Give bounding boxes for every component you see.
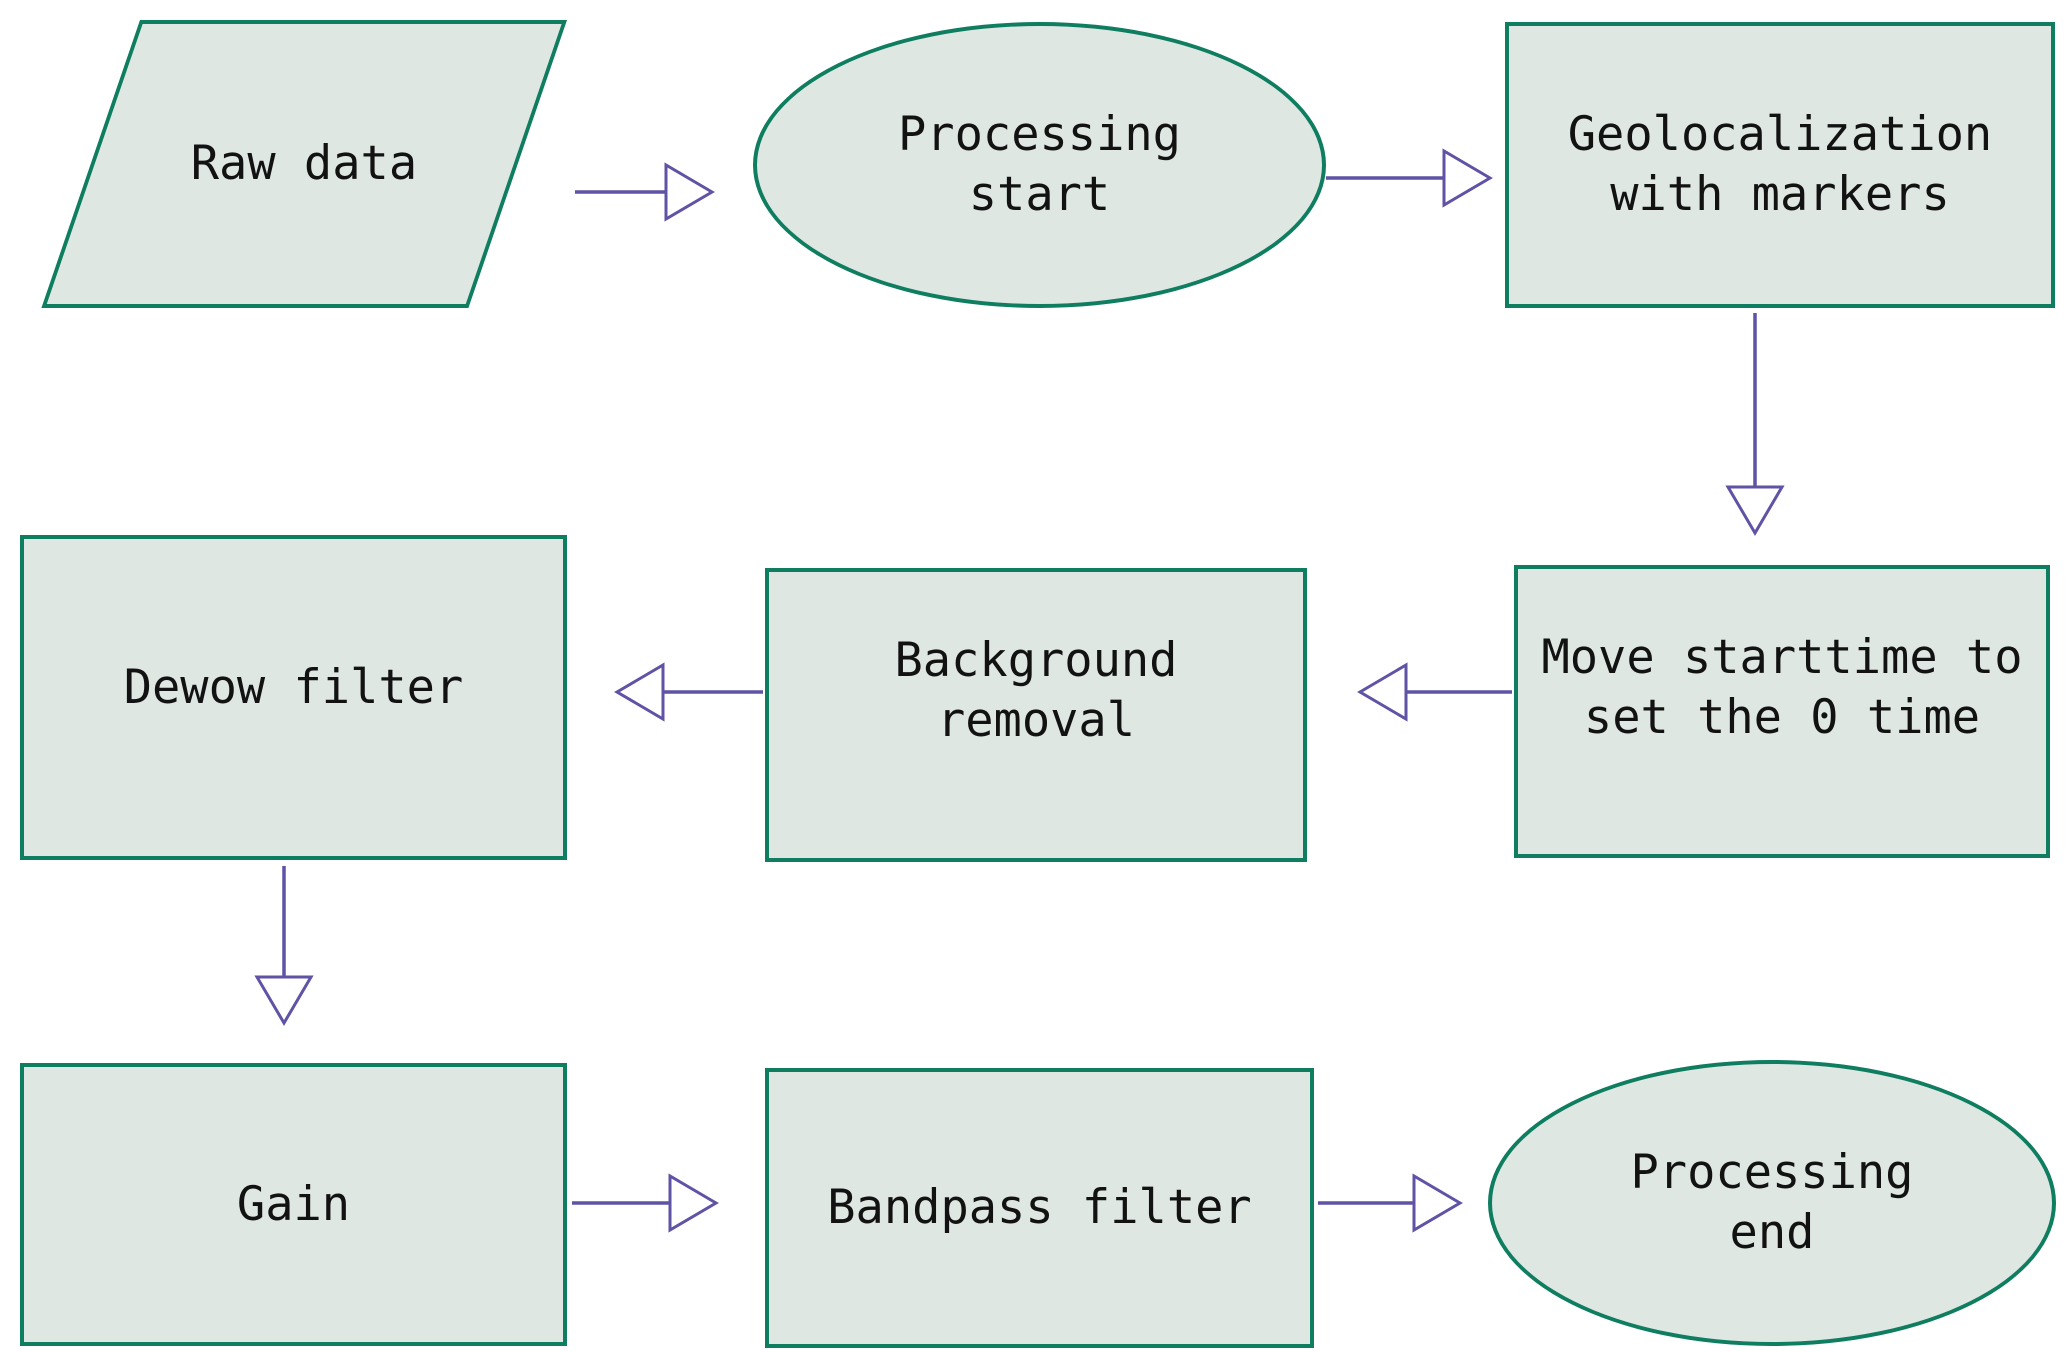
node-processing-end: Processing end <box>1488 1060 2056 1346</box>
arrow-gain-to-bandpass-filter <box>572 1173 719 1233</box>
arrowhead-left-icon <box>614 662 665 722</box>
node-dewow-filter: Dewow filter <box>20 535 567 860</box>
node-bandpass-filter-label: Bandpass filter <box>827 1180 1252 1236</box>
node-background-removal: Background removal <box>765 568 1307 862</box>
node-geolocalization: Geolocalization with markers <box>1505 22 2055 308</box>
arrowhead-right-icon <box>1412 1173 1463 1233</box>
arrowhead-down-icon <box>254 975 314 1026</box>
arrowhead-right-icon <box>668 1173 719 1233</box>
node-processing-start: Processing start <box>753 22 1326 308</box>
node-gain: Gain <box>20 1063 567 1346</box>
arrow-dewow-filter-to-gain <box>254 866 314 1026</box>
arrow-bandpass-filter-to-processing-end <box>1318 1173 1463 1233</box>
node-move-starttime: Move starttime to set the 0 time <box>1514 565 2050 858</box>
arrow-geolocalization-to-move-starttime <box>1725 313 1785 536</box>
node-processing-start-label: Processing start <box>898 107 1181 222</box>
node-dewow-filter-label: Dewow filter <box>123 659 464 715</box>
arrowhead-right-icon <box>664 162 715 222</box>
arrowhead-down-icon <box>1725 485 1785 536</box>
node-raw-data: Raw data <box>41 20 567 308</box>
arrowhead-right-icon <box>1442 148 1493 208</box>
node-bandpass-filter: Bandpass filter <box>765 1068 1314 1348</box>
node-raw-data-label: Raw data <box>191 136 418 192</box>
node-move-starttime-label: Move starttime to set the 0 time <box>1541 629 2023 745</box>
arrowhead-left-icon <box>1357 662 1408 722</box>
node-processing-end-label: Processing end <box>1630 1145 1914 1260</box>
arrow-background-removal-to-dewow-filter <box>614 662 763 722</box>
arrow-raw-data-to-processing-start <box>575 162 715 222</box>
node-gain-label: Gain <box>236 1176 351 1232</box>
node-background-removal-label: Background removal <box>894 633 1178 748</box>
arrow-processing-start-to-geolocalization <box>1326 148 1493 208</box>
node-geolocalization-label: Geolocalization with markers <box>1567 107 1993 222</box>
arrow-move-starttime-to-background-removal <box>1357 662 1512 722</box>
